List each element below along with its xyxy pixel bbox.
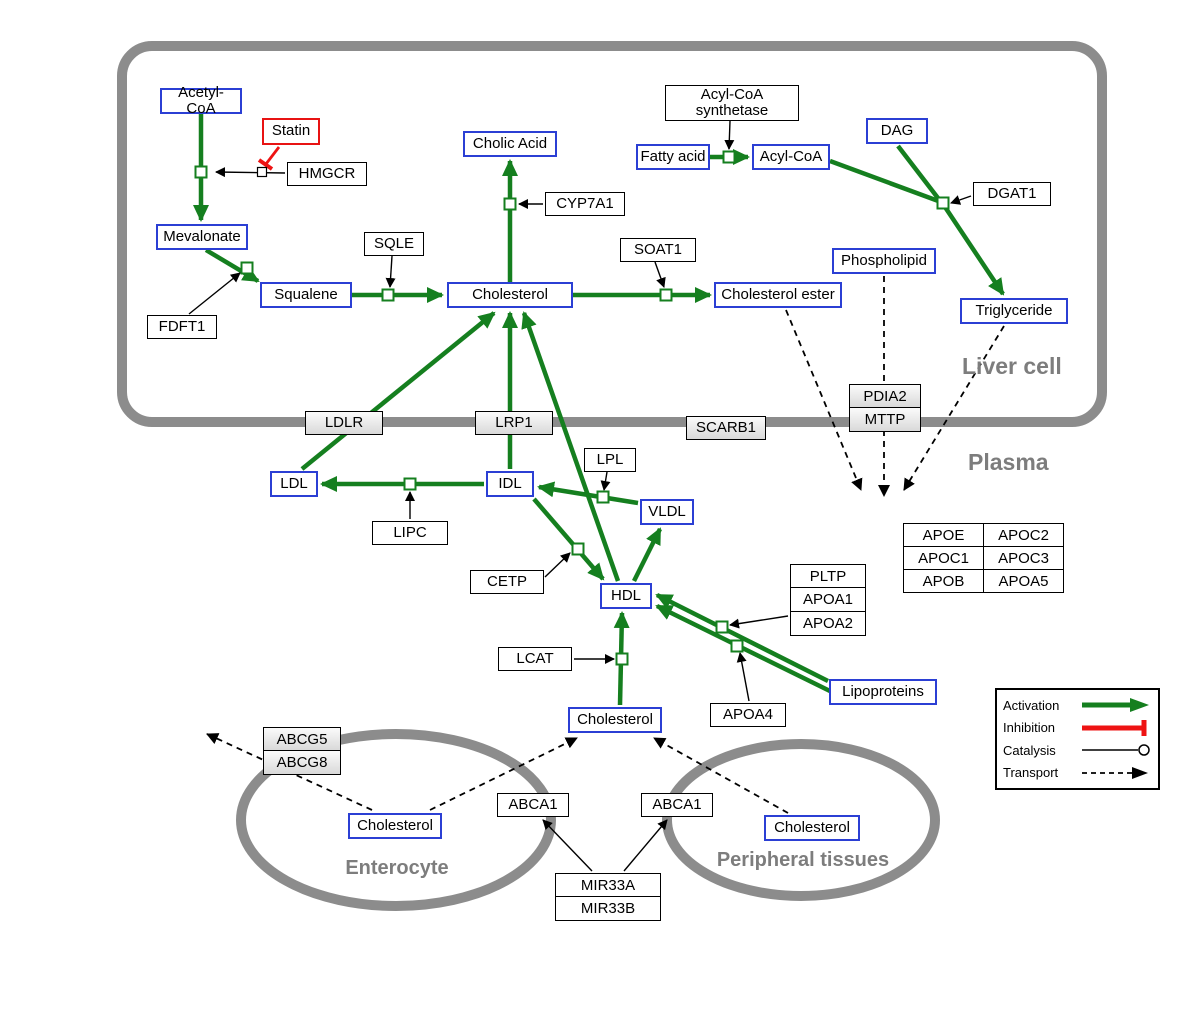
liver-cell-outline — [117, 41, 1107, 427]
activation-edges — [193, 114, 1005, 706]
node-cholesterol-enterocyte[interactable]: Cholesterol — [348, 813, 442, 839]
node-cetp[interactable]: CETP — [470, 570, 544, 594]
node-apoc3[interactable]: APOC3 — [983, 546, 1064, 570]
node-abca1-right[interactable]: ABCA1 — [641, 793, 713, 817]
node-hmgcr[interactable]: HMGCR — [287, 162, 367, 186]
node-acyl-coa2[interactable]: Acyl-CoA — [752, 144, 830, 170]
node-squalene[interactable]: Squalene — [260, 282, 352, 308]
abcg-stack: ABCG5 ABCG8 — [263, 727, 341, 775]
node-abca1-left[interactable]: ABCA1 — [497, 793, 569, 817]
node-pltp[interactable]: PLTP — [790, 564, 866, 588]
node-lipoproteins[interactable]: Lipoproteins — [829, 679, 937, 705]
node-ldl[interactable]: LDL — [270, 471, 318, 497]
legend-activation-row: Activation — [1003, 694, 1152, 716]
node-apoc1[interactable]: APOC1 — [903, 546, 984, 570]
node-scarb1[interactable]: SCARB1 — [686, 416, 766, 440]
node-cyp7a1[interactable]: CYP7A1 — [545, 192, 625, 216]
node-dgat1[interactable]: DGAT1 — [973, 182, 1051, 206]
activation-arrow-icon — [1082, 698, 1149, 713]
node-acetyl-coa[interactable]: Acetyl-CoA — [160, 84, 242, 117]
node-lipc[interactable]: LIPC — [372, 521, 448, 545]
legend-activation-label: Activation — [1003, 697, 1060, 713]
node-cholesterol-liver[interactable]: Cholesterol — [447, 282, 573, 308]
plasma-label: Plasma — [968, 449, 1049, 475]
node-apoa2[interactable]: APOA2 — [790, 612, 866, 636]
node-apob[interactable]: APOB — [903, 569, 984, 593]
node-lcat[interactable]: LCAT — [498, 647, 572, 671]
node-fatty-acid[interactable]: Fatty acid — [636, 144, 710, 170]
node-apoc2[interactable]: APOC2 — [983, 523, 1064, 547]
legend: Activation Inhibition Catalysis Transpor… — [995, 688, 1160, 790]
node-lpl[interactable]: LPL — [584, 448, 636, 472]
legend-catalysis-label: Catalysis — [1003, 742, 1056, 758]
node-cholesterol-peripheral[interactable]: Cholesterol — [764, 815, 860, 841]
node-dag[interactable]: DAG — [866, 118, 928, 144]
node-mttp[interactable]: MTTP — [849, 408, 921, 432]
node-phospholipid[interactable]: Phospholipid — [832, 248, 936, 274]
legend-catalysis-row: Catalysis — [1003, 739, 1152, 761]
legend-inhibition-row: Inhibition — [1003, 717, 1152, 739]
node-apoa1[interactable]: APOA1 — [790, 588, 866, 612]
pdia2-mttp-stack: PDIA2 MTTP — [849, 384, 921, 432]
liver-cell-label: Liver cell — [962, 353, 1062, 379]
node-acyl-coa-synthetase[interactable]: Acyl-CoA synthetase — [665, 85, 799, 121]
pltp-apoa-stack: PLTP APOA1 APOA2 — [790, 564, 866, 636]
node-abcg8[interactable]: ABCG8 — [263, 751, 341, 775]
transport-arrow-icon — [1082, 766, 1148, 779]
node-cholic-acid[interactable]: Cholic Acid — [463, 131, 557, 157]
node-apoe[interactable]: APOE — [903, 523, 984, 547]
node-apoa4[interactable]: APOA4 — [710, 703, 786, 727]
node-triglyceride[interactable]: Triglyceride — [960, 298, 1068, 324]
node-pdia2[interactable]: PDIA2 — [849, 384, 921, 408]
node-ldlr[interactable]: LDLR — [305, 411, 383, 435]
node-idl[interactable]: IDL — [486, 471, 534, 497]
node-sqle[interactable]: SQLE — [364, 232, 424, 256]
node-cholesterol-ester[interactable]: Cholesterol ester — [714, 282, 842, 308]
legend-inhibition-label: Inhibition — [1003, 720, 1056, 736]
node-abcg5[interactable]: ABCG5 — [263, 727, 341, 751]
inhibition-edge — [257, 146, 281, 171]
mir33-stack: MIR33A MIR33B — [555, 873, 661, 921]
legend-transport-row: Transport — [1003, 762, 1152, 784]
node-hdl[interactable]: HDL — [600, 583, 652, 609]
node-mir33b[interactable]: MIR33B — [555, 897, 661, 921]
apolipoprotein-table: APOE APOC2 APOC1 APOC3 APOB APOA5 — [903, 523, 1064, 593]
node-apoa5[interactable]: APOA5 — [983, 569, 1064, 593]
catalysis-circle-icon — [1082, 744, 1150, 756]
node-mir33a[interactable]: MIR33A — [555, 873, 661, 897]
peripheral-tissues-label: Peripheral tissues — [716, 849, 890, 871]
node-lrp1[interactable]: LRP1 — [475, 411, 553, 435]
node-fdft1[interactable]: FDFT1 — [147, 315, 217, 339]
node-soat1[interactable]: SOAT1 — [620, 238, 696, 262]
inhibition-tbar-icon — [1082, 719, 1147, 736]
catalysis-edges — [188, 120, 972, 872]
region-outlines — [117, 41, 1107, 911]
node-vldl[interactable]: VLDL — [640, 499, 694, 525]
reaction-anchors — [194, 150, 950, 666]
enterocyte-label: Enterocyte — [345, 857, 449, 879]
node-mevalonate[interactable]: Mevalonate — [156, 224, 248, 250]
node-statin[interactable]: Statin — [262, 118, 320, 145]
node-cholesterol-plasma[interactable]: Cholesterol — [568, 707, 662, 733]
legend-transport-label: Transport — [1003, 765, 1059, 781]
